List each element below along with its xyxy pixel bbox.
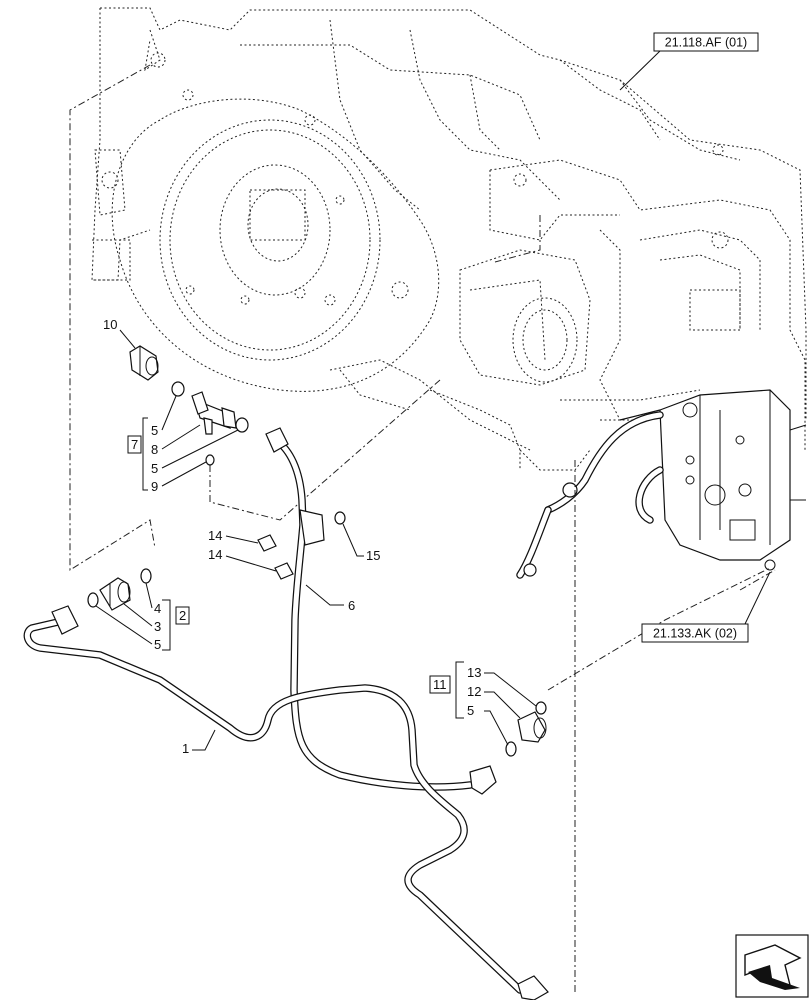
transmission-housing [91,7,807,471]
group-2-item-3: 5 [154,637,161,652]
part-8-tee-fitting [191,391,237,435]
reference-label-top[interactable]: 21.118.AF (01) [665,36,747,50]
group-2-item-1: 4 [154,601,161,616]
previous-page-arrow-icon[interactable] [735,934,809,998]
group-11-item-2: 12 [467,684,481,699]
callout-1: 1 [182,741,189,756]
reference-label-right[interactable]: 21.133.AK (02) [653,627,737,641]
group-7-box [127,435,142,454]
group-7-item-1: 5 [151,423,158,438]
group-11-item-3: 5 [467,703,474,718]
callout-6: 6 [348,598,355,613]
group-2-label: 2 [179,608,186,623]
reference-21-118-af[interactable]: 21.118.AF (01) [653,32,759,52]
group-7-item-2: 8 [151,442,158,457]
group-7-label: 7 [131,437,138,452]
callout-10: 10 [103,317,117,332]
valve-block [516,389,807,579]
group-2-box [175,606,190,625]
group-11-label: 11 [433,677,447,692]
o-ring-icon [205,454,215,466]
part-14-bolts [257,534,294,580]
group-11-box [429,675,451,694]
reference-21-133-ak[interactable]: 21.133.AK (02) [641,623,749,643]
part-15-o-ring [334,511,346,525]
pipe-1 [23,605,549,1000]
callout-15: 15 [366,548,380,563]
group-7-item-4: 9 [151,479,158,494]
part-12-adapter [505,701,547,757]
leader-lines [69,64,776,995]
part-10-nut [129,345,159,381]
group-11-item-1: 13 [467,665,481,680]
group-7-item-3: 5 [151,461,158,476]
part-3-adapter [87,568,152,611]
pipe-6 [265,427,497,795]
group-2-item-2: 3 [154,619,161,634]
o-ring-icon [171,381,185,397]
callout-14-lower: 14 [208,547,222,562]
callout-14-upper: 14 [208,528,222,543]
